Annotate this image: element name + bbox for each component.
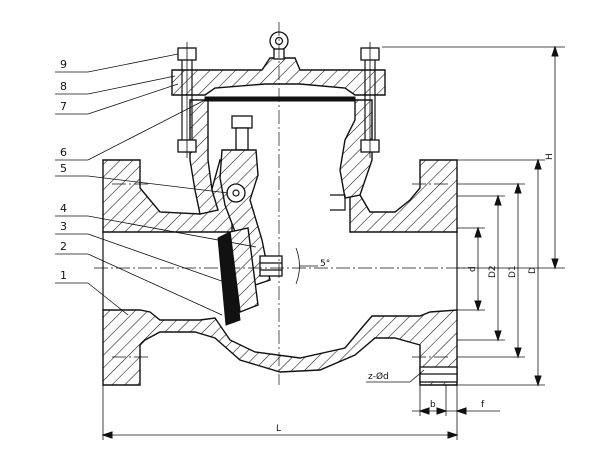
part-number-6: 6 xyxy=(60,146,67,159)
disc xyxy=(217,231,241,326)
dim-label-d1: D1 xyxy=(508,265,518,278)
dim-label-angle: 5° xyxy=(320,259,330,269)
part-number-3: 3 xyxy=(60,220,67,233)
dim-label-bolt-holes: z-Ød xyxy=(368,371,389,382)
dim-label-h: H xyxy=(545,153,555,160)
valve-body xyxy=(102,99,458,386)
part-number-7: 7 xyxy=(60,100,67,113)
part-numbers: 9 8 7 6 5 4 3 2 1 xyxy=(60,58,67,282)
part-number-5: 5 xyxy=(60,162,67,175)
right-bolt xyxy=(360,42,380,158)
part-number-9: 9 xyxy=(60,58,67,71)
part-number-8: 8 xyxy=(60,80,67,93)
part-number-2: 2 xyxy=(60,240,67,253)
part-leaders xyxy=(55,53,257,316)
dim-label-d-bore: d xyxy=(468,266,478,272)
gasket xyxy=(204,96,356,102)
left-flange-lower xyxy=(102,309,458,386)
hinge-arm xyxy=(219,149,271,286)
body-neck-left xyxy=(189,99,219,215)
part-number-4: 4 xyxy=(60,202,67,215)
centerlines xyxy=(94,22,470,385)
dim-label-f: f xyxy=(481,400,485,410)
disc-holder xyxy=(229,227,259,313)
dim-label-l: L xyxy=(276,424,281,434)
bonnet-cover xyxy=(171,57,386,96)
disc-nut xyxy=(259,255,283,277)
dim-label-b: b xyxy=(430,400,436,410)
part-number-1: 1 xyxy=(60,269,67,282)
dim-label-d-outer: D xyxy=(528,267,538,274)
disc-assembly xyxy=(217,115,300,326)
dimension-labels: H D D1 D2 d L b f z-Ød 5° xyxy=(276,153,555,434)
hinge-bolt xyxy=(231,115,253,129)
hinge-pin xyxy=(226,183,246,203)
dim-label-d2: D2 xyxy=(488,265,498,278)
dimension-lines xyxy=(101,45,565,440)
